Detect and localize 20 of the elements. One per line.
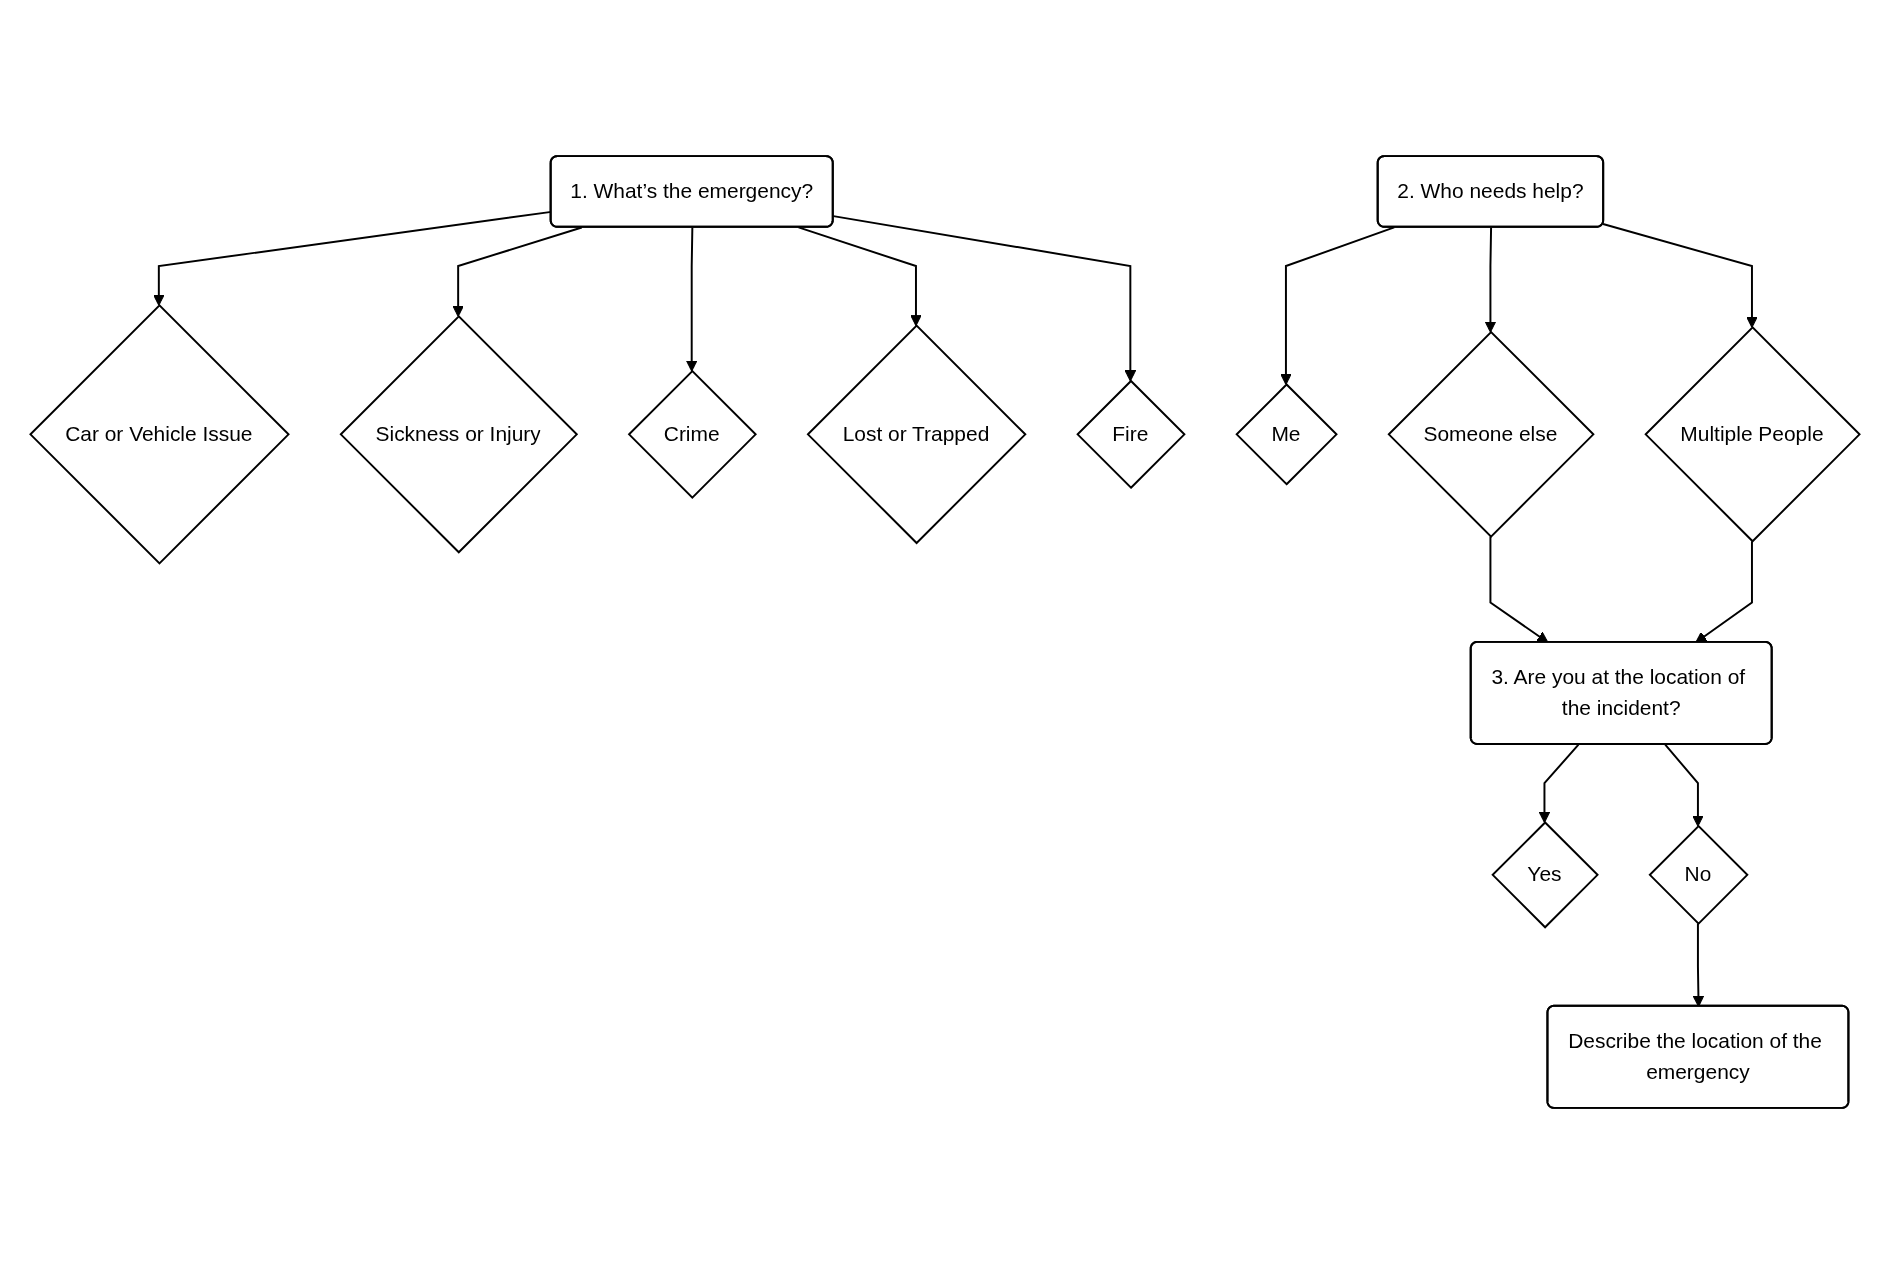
arrow xyxy=(1602,223,1758,328)
node-diamond: No xyxy=(1648,824,1749,925)
arrow xyxy=(1484,226,1497,333)
node-diamond: Me xyxy=(1235,383,1338,486)
arrow xyxy=(1692,922,1705,1007)
node-diamond: Multiple People xyxy=(1644,326,1861,543)
arrow xyxy=(1664,743,1704,827)
node-diamond: Lost or Trapped xyxy=(806,324,1027,545)
arrow xyxy=(685,226,698,372)
node-diamond: Sickness or Injury xyxy=(339,315,579,554)
node-diamond: Car or Vehicle Issue xyxy=(29,303,290,565)
node-diamond: Someone else xyxy=(1387,330,1595,538)
node-diamond: Crime xyxy=(627,369,757,499)
arrow xyxy=(1538,743,1580,823)
arrow xyxy=(452,226,583,317)
node-diamond: Yes xyxy=(1491,821,1599,929)
arrow xyxy=(797,226,922,327)
arrow xyxy=(832,215,1137,382)
node-diamond: Fire xyxy=(1076,379,1186,490)
arrow xyxy=(1280,226,1396,385)
